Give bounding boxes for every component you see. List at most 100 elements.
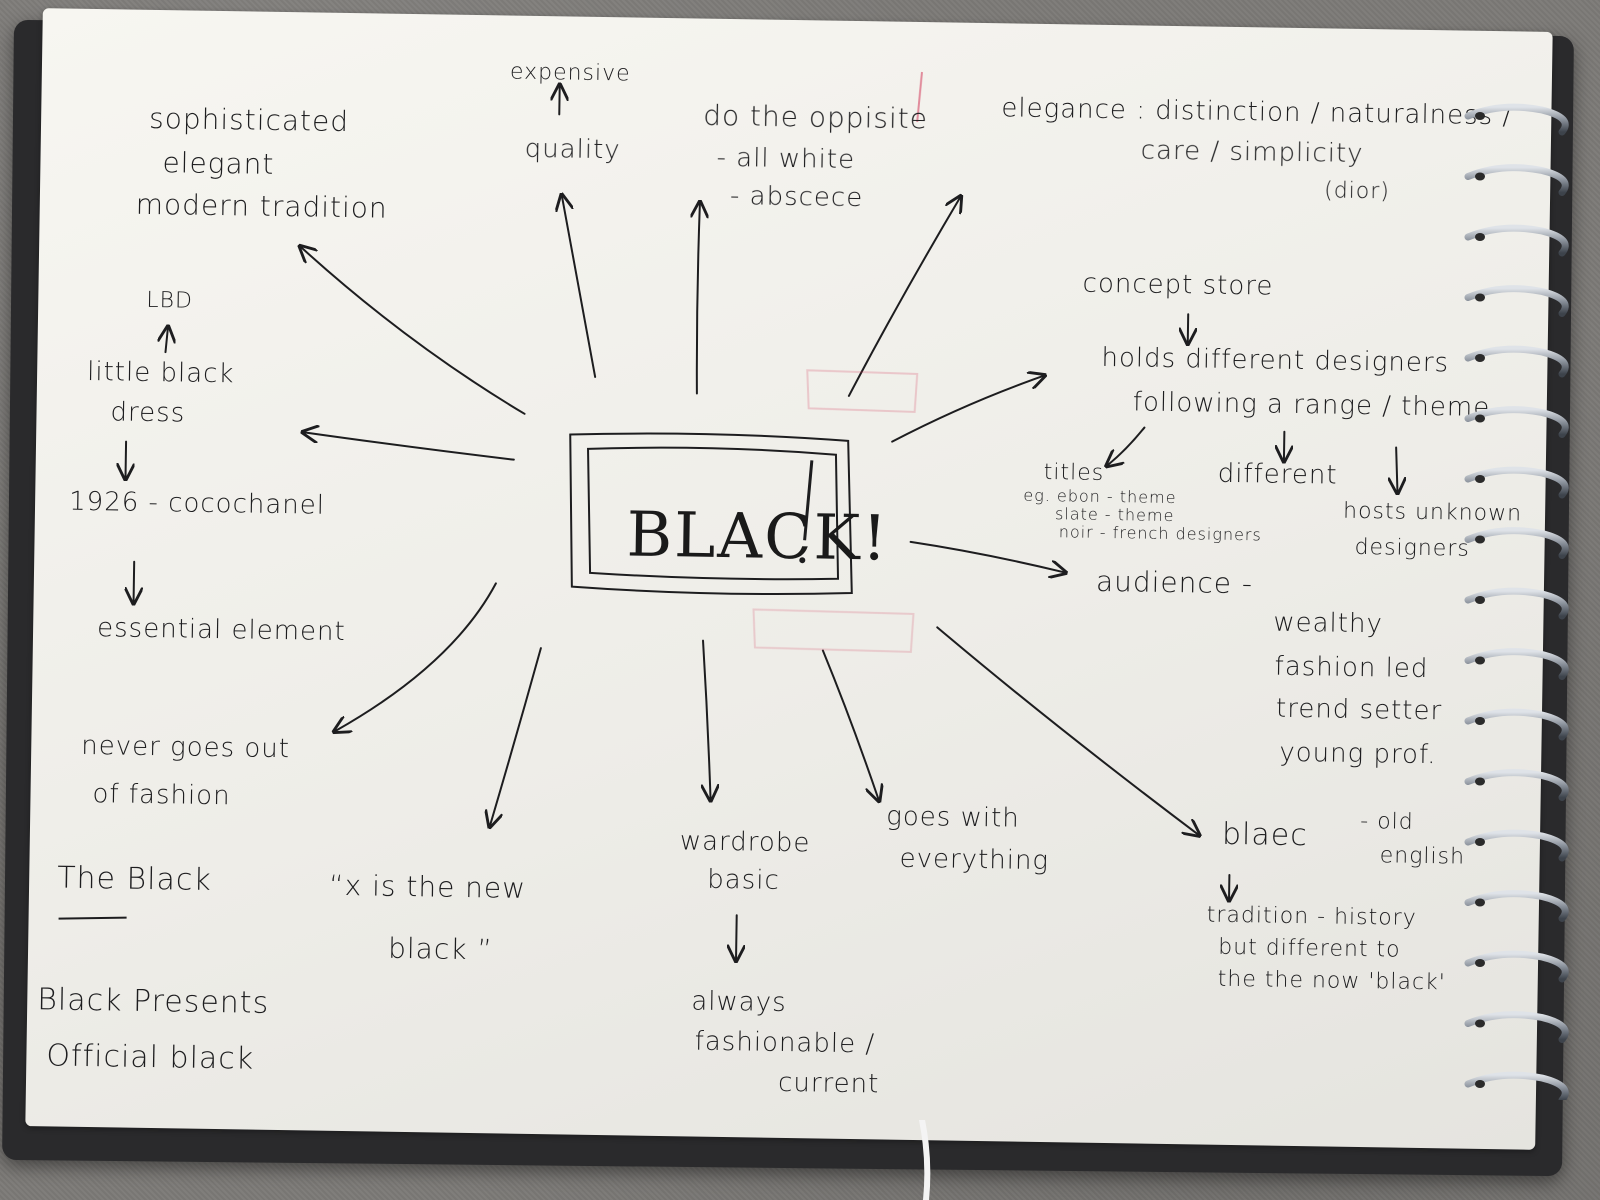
spiral-coil (1464, 1071, 1569, 1100)
binding-hole (1475, 172, 1485, 181)
note-young-prof: young prof. (1279, 737, 1437, 771)
spiral-coil (1464, 406, 1569, 438)
note-designers: designers (1354, 534, 1471, 562)
binding-hole (1475, 112, 1485, 120)
spiral-coil (1464, 345, 1569, 378)
binding-hole (1475, 354, 1485, 362)
note-but-different: but different to (1218, 934, 1401, 963)
note-english: english (1379, 843, 1466, 870)
note-coco: 1926 - cocochanel (68, 486, 326, 521)
spiral-coil (1464, 587, 1569, 620)
exclamation-dot (799, 557, 806, 564)
arrow-to-sophisticated (299, 247, 526, 415)
note-sophisticated: sophisticated (148, 101, 350, 139)
white-cable (919, 1120, 931, 1200)
mindmap-arrows (58, 71, 1552, 1150)
arrow-following-hosts (1395, 446, 1398, 492)
spiral-coil (1464, 224, 1569, 257)
note-audience: audience - (1095, 564, 1254, 601)
note-modern-tradition: modern tradition (135, 187, 388, 225)
note-little-black: little black (86, 356, 235, 390)
note-old: - old (1360, 809, 1414, 835)
spiral-coil (1464, 708, 1569, 741)
binding-hole (1475, 1080, 1485, 1088)
exclamation-bar (803, 460, 814, 541)
binding-hole (1475, 838, 1485, 846)
note-official-black: Official black (46, 1038, 255, 1077)
note-wardrobe: wardrobe (679, 826, 811, 859)
spiral-coil (1464, 648, 1569, 680)
note-of-fashion: of fashion (92, 779, 231, 812)
binding-hole (1475, 535, 1485, 544)
binding-hole (1475, 777, 1485, 786)
binding-hole (1475, 475, 1485, 483)
spiral-coil (1464, 103, 1569, 136)
arrow-to-never (336, 582, 497, 733)
arrow-to-wardrobe (701, 639, 713, 799)
arrow-to-audience (909, 540, 1064, 572)
spiral-coil (1464, 769, 1569, 801)
highlighter-mark (752, 608, 915, 653)
note-noir: noir - french designers (1058, 522, 1262, 545)
note-lbd: LBD (146, 287, 194, 314)
arrow-coco-essential (134, 560, 135, 602)
arrow-wardrobe-always (736, 914, 737, 959)
arrow-to-new-black (490, 647, 542, 826)
arrow-to-goes-with (821, 649, 881, 800)
spiral-coil (1464, 164, 1569, 196)
note-always: always (691, 986, 787, 1019)
binding-hole (1475, 898, 1485, 907)
underline-the (58, 916, 127, 920)
note-dior: (dior) (1323, 178, 1391, 205)
note-following: following a range / theme (1132, 387, 1491, 423)
note-all-white: - all white (716, 142, 856, 175)
spiral-coil (1464, 1011, 1569, 1043)
note-dress: dress (110, 397, 186, 429)
note-the-now: the the now 'black' (1217, 966, 1447, 996)
spiral-coil (1464, 527, 1569, 559)
note-fashion-led: fashion led (1274, 651, 1429, 685)
note-essential: essential element (96, 613, 346, 648)
note-eg-ebon: eg. ebon - theme (1023, 485, 1177, 508)
binding-hole (1475, 233, 1485, 241)
note-different: different (1217, 458, 1338, 491)
spiral-binding (1464, 103, 1569, 1100)
binding-hole (1475, 1019, 1485, 1028)
arrow-to-blaec (936, 626, 1201, 834)
spiral-coil (1464, 285, 1569, 317)
note-the-black: The Black (56, 860, 213, 898)
note-quality: quality (524, 133, 621, 166)
note-goes-with: goes with (886, 801, 1020, 834)
note-everything: everything (899, 843, 1050, 877)
binding-hole (1475, 656, 1485, 665)
highlighter-mark (916, 71, 923, 123)
arrow-to-concept (891, 374, 1043, 443)
arrow-to-opposite (696, 204, 700, 395)
arrow-to-elegance (847, 196, 960, 397)
note-black-presents: Black Presents (37, 982, 270, 1021)
center-box-outer (569, 432, 853, 596)
center-box-inner (587, 446, 840, 581)
binding-hole (1475, 596, 1485, 604)
note-expensive: expensive (509, 59, 631, 87)
binding-hole (1475, 414, 1485, 423)
note-basic: basic (707, 864, 781, 896)
spiral-coil (1464, 466, 1569, 499)
binding-hole (1475, 959, 1485, 967)
note-titles: titles (1043, 459, 1105, 486)
note-tradition-history: tradition - history (1206, 902, 1417, 931)
spiral-coil (1464, 890, 1569, 922)
arrow-little-lbd (165, 328, 167, 354)
note-concept-store: concept store (1082, 268, 1274, 302)
note-holds: holds different designers (1101, 342, 1450, 379)
arrow-to-quality (559, 196, 597, 378)
note-absence: - abscece (729, 181, 864, 214)
note-trend-setter: trend setter (1275, 693, 1443, 727)
note-elegant: elegant (162, 146, 275, 181)
center-word: BLACK! (626, 497, 890, 575)
note-fashionable: fashionable / (694, 1026, 876, 1060)
note-blaec: blaec (1221, 816, 1309, 854)
spiral-coil (1464, 950, 1569, 983)
binding-hole (1475, 717, 1485, 725)
note-wealthy: wealthy (1273, 607, 1384, 640)
